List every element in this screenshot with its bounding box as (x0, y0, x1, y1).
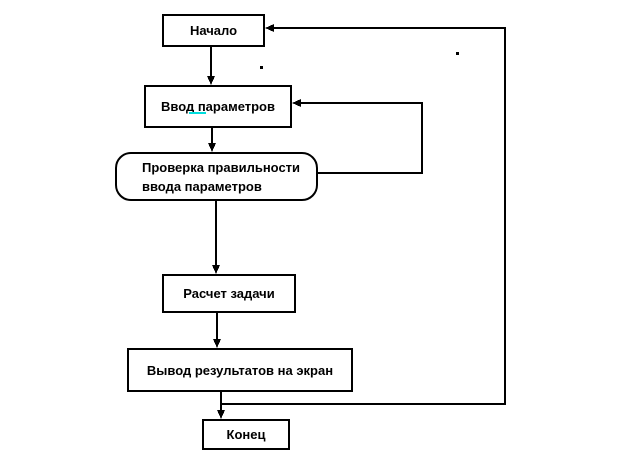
node-check-parameters-label: Проверка правильности ввода параметров (142, 159, 301, 194)
edge-input-to-check (208, 128, 216, 152)
arrowhead-down-icon (207, 76, 215, 85)
cyan-underline-artifact (189, 112, 206, 114)
node-end-label: Конец (226, 427, 266, 442)
edge-check-to-input-loop (292, 99, 423, 174)
arrowhead-left-icon (292, 99, 301, 107)
node-end: Конец (202, 419, 290, 450)
edge-start-to-input (207, 47, 215, 85)
arrowhead-down-icon (213, 339, 221, 348)
edge-output-to-end (217, 392, 225, 419)
stray-dot-mark (260, 66, 263, 69)
edge-check-to-calc (212, 201, 220, 274)
node-start-label: Начало (189, 23, 238, 38)
node-calculate-task: Расчет задачи (162, 274, 296, 313)
node-output-results: Вывод результатов на экран (127, 348, 353, 392)
stray-dot-mark (456, 52, 459, 55)
arrowhead-down-icon (217, 410, 225, 419)
node-start: Начало (162, 14, 265, 47)
node-check-parameters: Проверка правильности ввода параметров (115, 152, 318, 201)
arrowhead-down-icon (212, 265, 220, 274)
node-input-parameters-label: Ввод параметров (160, 99, 275, 114)
edge-calc-to-output (213, 313, 221, 348)
node-input-parameters: Ввод параметров (144, 85, 292, 128)
node-output-results-label: Вывод результатов на экран (146, 362, 334, 378)
arrowhead-down-icon (208, 143, 216, 152)
edge-end-connector-to-start-loop (221, 24, 506, 405)
node-calculate-task-label: Расчет задачи (183, 286, 275, 301)
arrowhead-left-icon (265, 24, 274, 32)
